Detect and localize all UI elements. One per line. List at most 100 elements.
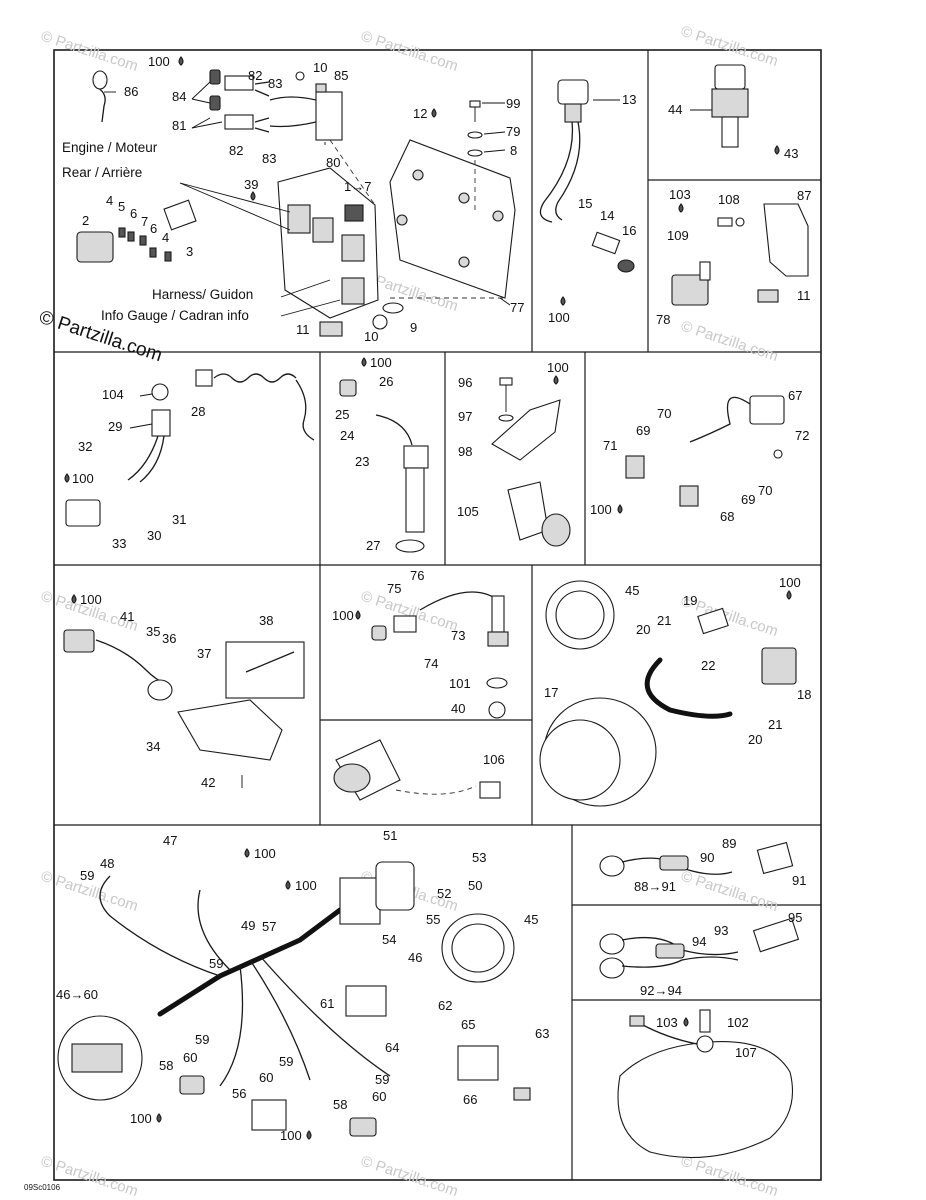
gauge-display: [71, 1043, 123, 1073]
connector-71: [625, 455, 645, 479]
branch-wire: [259, 955, 391, 1077]
terminal-88: [599, 855, 625, 877]
label-33: 33: [112, 536, 126, 551]
watermark: © Partzilla.com: [679, 23, 780, 70]
label-55: 55: [426, 912, 440, 927]
gauge-face: [539, 719, 621, 801]
oil-drop-icon: [560, 296, 566, 306]
plug-84a: [209, 69, 221, 85]
label-59: 59: [195, 1032, 209, 1047]
label-28: 28: [191, 404, 205, 419]
label-16: 16: [622, 223, 636, 238]
label-100: 100: [332, 608, 354, 623]
panel-module-67: 67 70 69 72 71 69 70 100 68: [590, 388, 809, 524]
bracket-hole: [458, 192, 470, 204]
oil-drop-icon: [683, 1017, 689, 1027]
label-21: 21: [768, 717, 782, 732]
panel-solenoid: 103 108 87 109 11 78: [656, 187, 811, 327]
label-98: 98: [458, 444, 472, 459]
ecu-port: [312, 217, 334, 243]
module-67-wires: [689, 396, 751, 443]
oil-drop-icon: [244, 848, 250, 858]
sensor-44-hex: [711, 88, 749, 118]
label-21: 21: [657, 613, 671, 628]
engine-label: Engine / Moteur: [62, 140, 158, 155]
panel-gauge-17: 45 100 19 21 20 22 18 17 21 20: [539, 575, 811, 807]
label-107: 107: [735, 1045, 757, 1060]
module-80: [315, 91, 343, 141]
connector-19: [697, 607, 729, 635]
panel-bracket-98: 96 100 97 98 105: [457, 360, 571, 547]
label-69: 69: [741, 492, 755, 507]
label-32: 32: [78, 439, 92, 454]
sensor-73-hex: [487, 631, 509, 647]
label-11: 11: [797, 288, 811, 303]
module-wires: [269, 96, 317, 128]
oil-drop-icon: [774, 145, 780, 155]
panel-sensor-34: 100 41 35 36 37 38 34 42: [63, 592, 305, 790]
label-87: 87: [797, 188, 811, 203]
label-82: 82: [229, 143, 243, 158]
connector-41: [63, 629, 95, 653]
label-73: 73: [451, 628, 465, 643]
sensor-107-wire: [640, 1023, 698, 1045]
label-89: 89: [722, 836, 736, 851]
ring-45-inner: [555, 590, 605, 640]
oil-drop-icon: [64, 473, 70, 483]
label-100: 100: [80, 592, 102, 607]
panel-sensor-73: 76 75 100 73 74 101 40: [332, 568, 509, 719]
washer-79: [467, 131, 483, 139]
washer-8: [467, 149, 483, 157]
screw-72: [773, 449, 783, 459]
seal-connector: [371, 625, 387, 641]
label-41: 41: [120, 609, 134, 624]
label-20: 20: [748, 732, 762, 747]
label-58: 58: [333, 1097, 347, 1112]
label-31: 31: [172, 512, 186, 527]
label-40: 40: [451, 701, 465, 716]
watermark: © Partzilla.com: [679, 318, 780, 365]
seal-16: [617, 259, 635, 273]
info-gauge-label: Info Gauge / Cadran info: [101, 308, 249, 323]
solenoid-78: [671, 274, 709, 306]
label-29: 29: [108, 419, 122, 434]
branch-wire: [197, 889, 231, 971]
label-53: 53: [472, 850, 486, 865]
bracket-hole: [396, 214, 408, 226]
label-10: 10: [313, 60, 327, 75]
label-83: 83: [268, 76, 282, 91]
label-19: 19: [683, 593, 697, 608]
label-97: 97: [458, 409, 472, 424]
bracket-hole: [412, 169, 424, 181]
label-100: 100: [295, 878, 317, 893]
oil-drop-icon: [306, 1130, 312, 1140]
label-100: 100: [548, 310, 570, 325]
connector-16: [591, 231, 621, 255]
label-100: 100: [148, 54, 170, 69]
label-26: 26: [379, 374, 393, 389]
label-46-to-60: 46→60: [56, 987, 98, 1002]
connector-46: [345, 985, 387, 1017]
label-24: 24: [340, 428, 354, 443]
main-harness: [157, 907, 343, 1017]
label-99: 99: [506, 96, 520, 111]
nut-40: [488, 701, 506, 719]
label-100: 100: [130, 1111, 152, 1126]
fuse-4b: [164, 251, 172, 262]
sensor-23-head: [403, 445, 429, 469]
label-9: 9: [410, 320, 417, 335]
sensor-23-wire: [375, 414, 413, 446]
connector-54: [339, 877, 381, 925]
fuse-6: [139, 235, 147, 246]
drawing-code: 09Sc0106: [24, 1183, 61, 1192]
label-27: 27: [366, 538, 380, 553]
label-8: 8: [510, 143, 517, 158]
label-7: 7: [141, 214, 148, 229]
terminal-wires: [254, 81, 270, 133]
label-13: 13: [622, 92, 636, 107]
panel-cable-92-94: 95 93 94 92→94: [599, 910, 802, 998]
panel-sensor-44: 44 43: [668, 64, 798, 161]
connector-82a: [224, 75, 254, 91]
washer-85: [315, 83, 327, 93]
washer-101: [486, 677, 508, 689]
